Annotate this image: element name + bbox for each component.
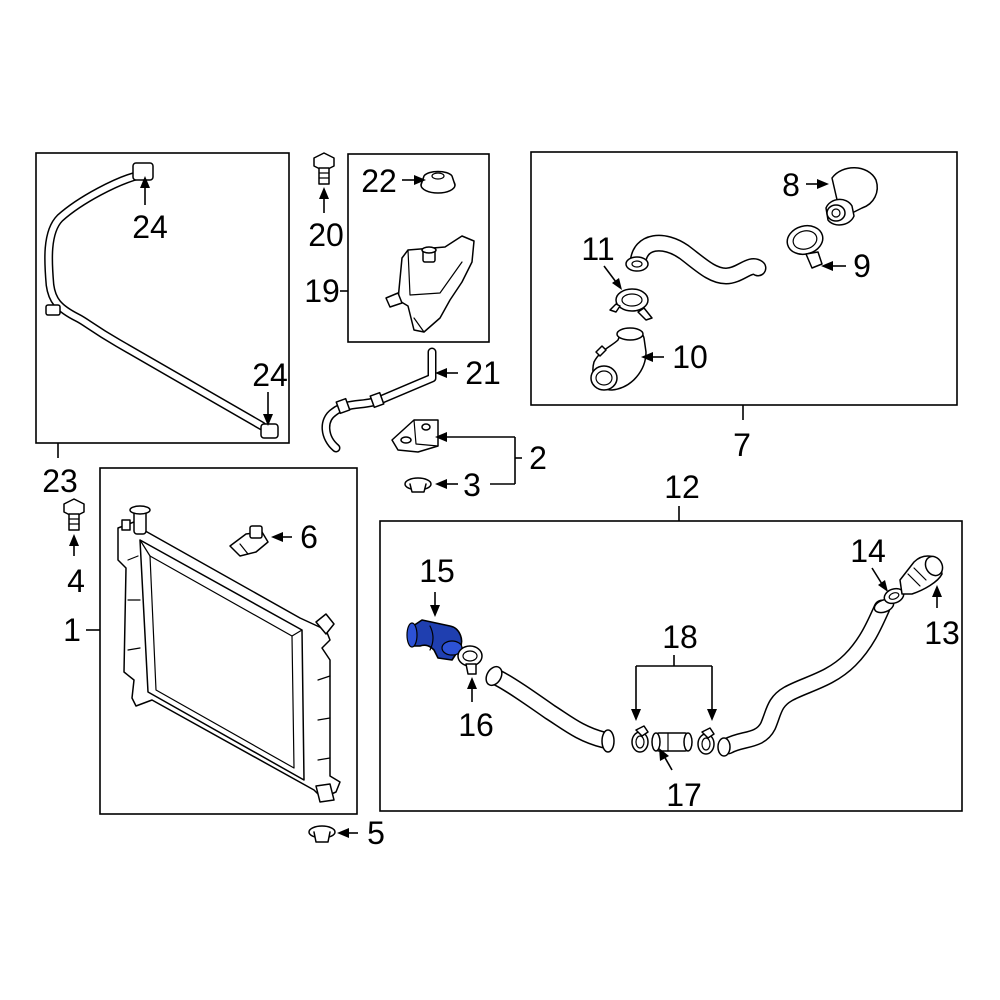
bolt-4[interactable] <box>63 498 85 531</box>
callout-label-20: 20 <box>308 217 344 253</box>
callout-label-14: 14 <box>850 533 886 569</box>
hose-clamp-18-left[interactable] <box>631 725 649 753</box>
callout-5: 5 <box>337 815 385 851</box>
callout-24-bottom: 24 <box>252 357 288 426</box>
callout-label-18: 18 <box>662 619 698 655</box>
callout-label-7: 7 <box>733 427 751 463</box>
callout-label-24-top: 24 <box>132 209 168 245</box>
reservoir-cap-22[interactable] <box>420 170 456 194</box>
callout-22: 22 <box>361 163 426 199</box>
callout-10: 10 <box>641 339 708 375</box>
group-frame-12 <box>379 520 963 812</box>
callout-15: 15 <box>419 553 455 617</box>
callout-label-8: 8 <box>782 167 800 203</box>
hose-connector-15-highlighted[interactable] <box>406 619 463 661</box>
callout-label-16: 16 <box>458 707 494 743</box>
group-frame-7 <box>530 151 958 406</box>
callout-label-22: 22 <box>361 163 397 199</box>
lower-hose-left[interactable] <box>483 664 615 753</box>
callout-16: 16 <box>458 677 494 743</box>
callout-4: 4 <box>67 534 85 599</box>
callout-label-15: 15 <box>419 553 455 589</box>
callout-label-3: 3 <box>463 467 481 503</box>
callout-14: 14 <box>850 533 888 592</box>
callout-11: 11 <box>581 231 622 290</box>
callout-13: 13 <box>924 585 960 651</box>
hose-clamp-9[interactable] <box>784 222 826 269</box>
hose-connector-13[interactable] <box>899 553 946 595</box>
callout-label-9: 9 <box>853 248 871 284</box>
mounting-bracket[interactable] <box>391 419 439 453</box>
connector-pipe-17[interactable] <box>651 732 693 752</box>
group-frame-23 <box>35 152 290 444</box>
tube-assembly-23[interactable] <box>44 162 279 439</box>
hose-connector-8[interactable] <box>825 167 878 226</box>
callout-18: 18 <box>631 619 717 721</box>
callout-label-5: 5 <box>367 815 385 851</box>
callout-label-6: 6 <box>300 519 318 555</box>
grommet-3[interactable] <box>404 477 432 493</box>
callout-label-13: 13 <box>924 615 960 651</box>
callout-label-23: 23 <box>42 463 78 499</box>
callout-21: 21 <box>435 355 501 391</box>
callout-label-10: 10 <box>672 339 708 375</box>
callout-7: 7 <box>733 405 751 463</box>
callout-8: 8 <box>782 167 829 203</box>
radiator-1[interactable] <box>117 505 341 803</box>
callout-20: 20 <box>308 187 344 253</box>
grommet-5[interactable] <box>308 825 336 843</box>
bolt-20[interactable] <box>313 152 335 185</box>
callout-label-24-bottom: 24 <box>252 357 288 393</box>
callout-6: 6 <box>271 519 318 555</box>
upper-hose-7[interactable] <box>625 234 767 285</box>
callout-2-3: 2 3 <box>435 432 547 503</box>
callout-24-top: 24 <box>132 176 168 245</box>
callout-label-4: 4 <box>67 563 85 599</box>
lower-hose-right[interactable] <box>717 597 895 757</box>
hose-clamp-16[interactable] <box>457 645 483 675</box>
elbow-hose-10[interactable] <box>590 327 647 391</box>
callout-17: 17 <box>659 748 702 813</box>
hose-clamp-11[interactable] <box>609 288 653 321</box>
callout-23: 23 <box>42 443 78 499</box>
sensor-6[interactable] <box>229 525 269 557</box>
group-frame-1 <box>99 467 358 815</box>
callout-label-17: 17 <box>666 777 702 813</box>
callout-19: 19 <box>304 273 348 309</box>
hose-clamp-18-right[interactable] <box>697 727 715 755</box>
callout-label-2: 2 <box>529 440 547 476</box>
callout-label-11: 11 <box>581 231 614 267</box>
group-frame-19 <box>347 153 490 343</box>
overflow-hose-21[interactable] <box>321 347 437 453</box>
callout-12: 12 <box>664 469 700 521</box>
callout-9: 9 <box>821 248 871 284</box>
callout-1: 1 <box>63 612 100 648</box>
callout-label-12: 12 <box>664 469 700 505</box>
coolant-reservoir[interactable] <box>385 235 475 333</box>
callout-label-21: 21 <box>465 355 501 391</box>
callout-label-1: 1 <box>63 612 81 648</box>
callout-label-19: 19 <box>304 273 340 309</box>
